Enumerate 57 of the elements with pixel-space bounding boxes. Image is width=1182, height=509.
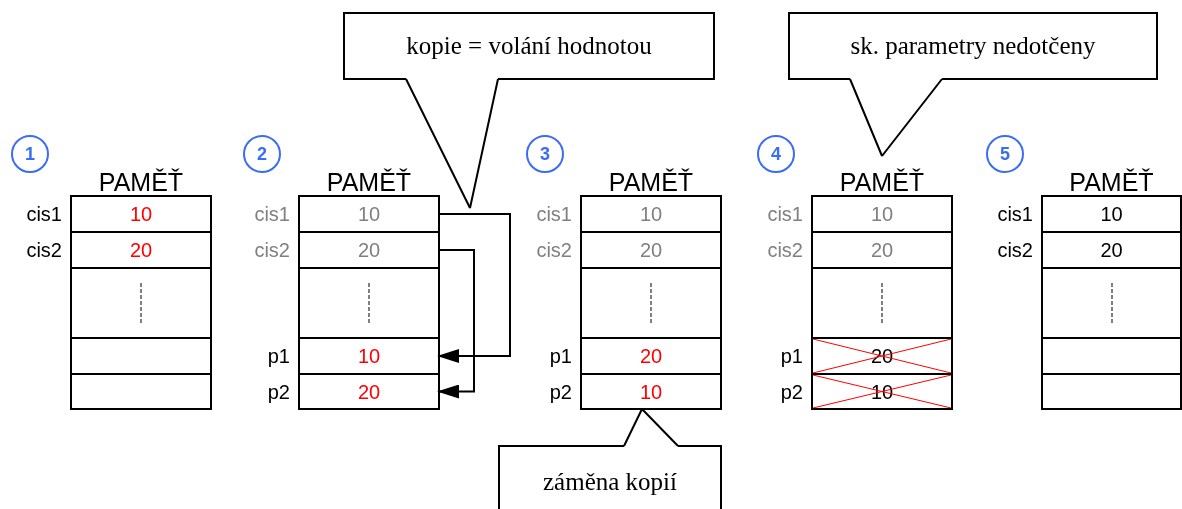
arrow [437,213,511,363]
variable-name: p2 [267,380,290,403]
cell-value: 10 [1100,203,1123,225]
variable-name: cis1 [997,203,1033,225]
table-heading: PAMĚŤ [326,170,412,194]
table-heading: PAMĚŤ [98,170,184,194]
cell-value: 20 [639,239,663,261]
variable-name: cis1 [536,203,572,225]
step-number: 3 [526,135,564,173]
callout-text: sk. parametry nedotčeny [850,32,1096,60]
variable-name: cis1 [254,203,290,225]
cell-value: 10 [639,380,663,403]
table-heading: PAMĚŤ [608,170,694,194]
callout-pointer [849,78,943,157]
cell-value: 10 [357,203,381,225]
variable-name: cis2 [254,239,290,261]
memory-cell [1041,267,1182,339]
cell-value: 20 [357,239,381,261]
variable-name: p1 [267,345,290,367]
cell-value: 20 [357,380,381,403]
memory-cell [70,337,212,375]
variable-name: cis1 [26,203,62,225]
cell-value: 10 [129,203,153,225]
cell-value: 20 [129,239,153,261]
variable-name: p2 [549,380,572,403]
variable-name: p2 [780,380,803,403]
variable-name: cis2 [997,239,1033,261]
cell-value: 10 [870,203,894,225]
callout-pointer [623,408,679,447]
step-number: 2 [243,135,281,173]
variable-name: p1 [780,345,803,367]
cell-value: 10 [639,203,663,225]
step-number: 1 [11,135,49,173]
variable-name: cis2 [767,239,803,261]
variable-name: cis2 [536,239,572,261]
memory-cell [1041,337,1182,375]
memory-cell [811,267,953,339]
cell-value: 20 [1100,239,1123,261]
cell-value: 10 [357,345,381,367]
step-number: 4 [757,135,795,173]
step-number: 5 [986,135,1024,173]
memory-cell [70,373,212,410]
table-heading: PAMĚŤ [839,170,925,194]
table-heading: PAMĚŤ [1069,170,1154,194]
cell-value: 20 [870,239,894,261]
cell-value: 20 [639,345,663,367]
variable-name: cis2 [26,239,62,261]
callout-pointer [405,78,499,209]
variable-name: cis1 [767,203,803,225]
variable-name: p1 [549,345,572,367]
memory-cell [298,267,440,339]
arrow [437,249,475,399]
callout-text: záměna kopií [543,468,677,496]
memory-cell [580,267,722,339]
memory-cell [70,267,212,339]
callout-text: kopie = volání hodnotou [406,32,652,60]
memory-cell [1041,373,1182,410]
